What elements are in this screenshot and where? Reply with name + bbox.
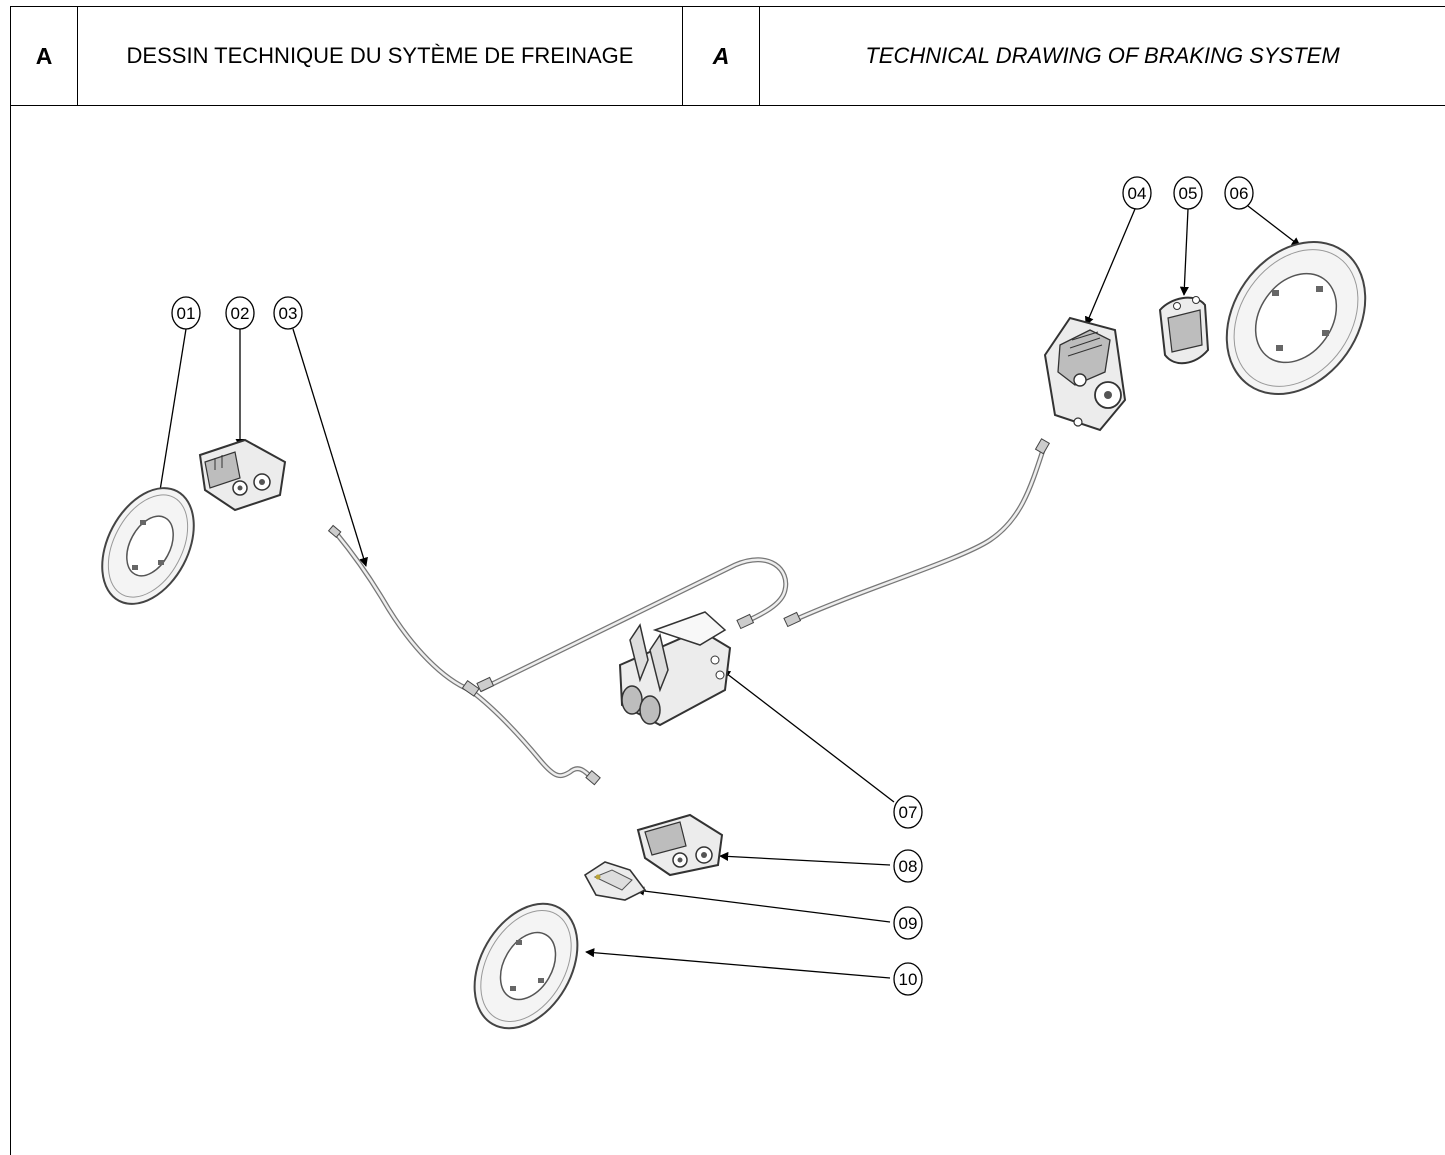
callout-05: 05 (1173, 176, 1203, 210)
leader-07 (721, 669, 895, 803)
callout-bubbles: 01 02 03 04 05 06 (171, 176, 1254, 996)
leader-lines (154, 205, 1301, 979)
drawing-frame (10, 106, 1445, 1155)
leader-04 (1084, 208, 1136, 326)
callout-08: 08 (893, 849, 923, 883)
title-english: TECHNICAL DRAWING OF BRAKING SYSTEM (759, 6, 1445, 106)
brake-caliper-04 (1043, 316, 1127, 432)
brake-caliper-08 (636, 813, 724, 877)
leader-09 (635, 886, 891, 923)
brake-caliper-02 (198, 438, 287, 512)
leader-06 (1247, 205, 1301, 247)
leader-03 (292, 328, 368, 567)
callout-08-label: 08 (899, 857, 918, 876)
leader-01 (154, 328, 187, 504)
callout-07: 07 (893, 795, 923, 829)
callout-02-label: 02 (231, 304, 250, 323)
brake-disc-01 (101, 487, 195, 605)
callout-07-label: 07 (899, 803, 918, 822)
brake-line-rear (788, 449, 1046, 625)
callout-06-label: 06 (1230, 184, 1249, 203)
title-french: DESSIN TECHNIQUE DU SYTÈME DE FREINAGE (77, 6, 683, 106)
master-cylinder-07 (618, 611, 732, 727)
brake-pads-05 (1158, 296, 1210, 365)
callout-03: 03 (273, 296, 303, 330)
callout-10: 10 (893, 962, 923, 996)
callout-05-label: 05 (1179, 184, 1198, 203)
callout-09-label: 09 (899, 914, 918, 933)
brake-disc-06 (1225, 240, 1367, 396)
section-letter-fr: A (10, 6, 78, 106)
brake-disc-10 (473, 902, 579, 1030)
callout-10-label: 10 (899, 970, 918, 989)
callout-01: 01 (171, 296, 201, 330)
brake-pad-09 (583, 861, 647, 901)
callout-02: 02 (225, 296, 255, 330)
callout-04-label: 04 (1128, 184, 1147, 203)
brake-lines (327, 438, 1051, 786)
callout-01-label: 01 (177, 304, 196, 323)
leader-05 (1179, 208, 1189, 296)
callout-04: 04 (1122, 176, 1152, 210)
title-block: A DESSIN TECHNIQUE DU SYTÈME DE FREINAGE… (10, 6, 1445, 106)
callout-06: 06 (1224, 176, 1254, 210)
leader-08 (719, 851, 891, 866)
leader-10 (585, 948, 891, 979)
callout-03-label: 03 (279, 304, 298, 323)
callout-09: 09 (893, 906, 923, 940)
